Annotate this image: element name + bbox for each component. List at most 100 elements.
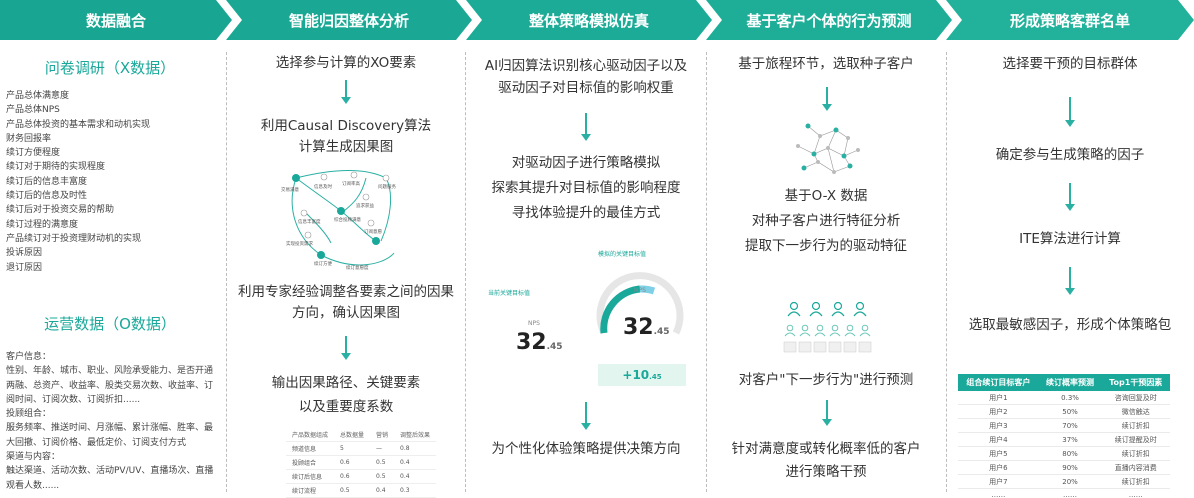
current-kpi-int: 32 xyxy=(516,330,547,355)
graph-node-label: 信息及时 xyxy=(314,183,332,190)
sim-step-2a: 对驱动因子进行策略模拟 xyxy=(511,155,661,171)
current-kpi-card: 当前关键目标值 NPS 32.45 xyxy=(482,284,582,374)
pred-step-2a: 基于O-X 数据 xyxy=(784,188,868,204)
step-title-1: 数据融合 xyxy=(85,11,146,30)
table-cell: 70% xyxy=(1038,418,1102,433)
table-cell: 投顾组合 xyxy=(286,455,335,470)
step-title-3: 整体策略模拟仿真 xyxy=(528,11,649,30)
step-title-5: 形成策略客群名单 xyxy=(1009,11,1130,30)
step-title-2: 智能归因整体分析 xyxy=(288,11,409,30)
arrow-down-icon xyxy=(1065,97,1075,127)
sim-kpi-label: 模拟的关键目标值 xyxy=(598,251,647,258)
graph-node-label: 实现投资需求 xyxy=(286,240,313,247)
column-divider xyxy=(226,52,227,492)
ops-group-text: 服务频率、推送时间、月涨幅、累计涨幅、胜率、最大回撤、订阅价格、最低定价、订阅支… xyxy=(6,423,214,448)
arrow-down-icon xyxy=(822,400,832,426)
ops-group-text: 性别、年龄、城市、职业、风险承受能力、是否开通两融、总资产、收益率、股类交易次数… xyxy=(6,366,214,405)
graph-node-label: 订阅率高 xyxy=(342,180,360,187)
ops-group-text: 触达渠道、活动次数、活动PV/UV、直播场次、直播观看人数...... xyxy=(6,466,214,491)
survey-item: 财务回报率 xyxy=(6,133,52,144)
arrow-down-icon xyxy=(822,87,832,111)
arrow-down-icon xyxy=(581,402,591,430)
survey-item: 产品总体满意度 xyxy=(6,91,70,101)
sim-step-2c: 寻找体验提升的最佳方式 xyxy=(511,205,661,221)
table-cell: 用户2 xyxy=(958,404,1039,419)
table-cell: — xyxy=(370,441,395,456)
pred-step-2b: 对种子客户进行特征分析 xyxy=(751,213,901,229)
attr-step-2a: 利用Causal Discovery算法 xyxy=(260,118,432,134)
survey-item: 续订后的信息及时性 xyxy=(6,191,88,202)
attr-step-1: 选择参与计算的XO要素 xyxy=(275,55,417,71)
table-row: ……………… xyxy=(958,488,1170,498)
ops-group-label: 渠道与内容： xyxy=(6,452,61,463)
table-cell: 用户1 xyxy=(958,391,1039,405)
table-cell: …… xyxy=(1101,488,1170,498)
table-cell: 用户4 xyxy=(958,432,1039,447)
survey-item: 续订方便程度 xyxy=(6,148,61,159)
ops-group-label: 客户信息： xyxy=(6,352,52,362)
sim-step-3: 为个性化体验策略提供决策方向 xyxy=(491,441,681,457)
table-cell: 0.5 xyxy=(370,455,395,470)
seed-customers-network-icon xyxy=(796,123,860,174)
column-divider xyxy=(465,52,466,492)
arrow-down-icon xyxy=(341,336,351,360)
table-cell: 续订折扣 xyxy=(1101,474,1170,489)
arrow-down-icon xyxy=(1065,267,1075,295)
table-cell: 0.4 xyxy=(394,455,437,470)
sim-kpi-value: 32.45 xyxy=(623,315,670,340)
survey-item: 续订后对于投资交易的帮助 xyxy=(6,205,115,216)
current-kpi-label: 当前关键目标值 xyxy=(488,290,531,297)
list-step-4: 选取最敏感因子，形成个体策略包 xyxy=(968,317,1172,333)
table-cell: 0.8 xyxy=(394,441,437,456)
table-cell: 续订后信息 xyxy=(286,469,335,484)
survey-item: 投诉原因 xyxy=(6,248,43,259)
step-chevron-4: 基于客户个体的行为预测 xyxy=(706,0,952,40)
pred-step-1: 基于旅程环节，选取种子客户 xyxy=(738,56,914,72)
table-cell: 直播内容消费 xyxy=(1101,460,1170,475)
graph-node-label: 续订方便 xyxy=(314,260,332,267)
table-cell: 0.3 xyxy=(394,483,437,498)
ops-group-label: 投顾组合： xyxy=(6,409,52,420)
survey-item: 续订对于期待的实现程度 xyxy=(6,162,106,173)
table-header-cell: 组合续订目标客户 xyxy=(958,374,1039,391)
survey-item: 产品续订对于投资理财动机的实现 xyxy=(6,233,142,244)
arrow-down-icon xyxy=(1065,183,1075,211)
pred-step-4a: 针对满意度或转化概率低的客户 xyxy=(731,441,921,457)
table-cell: 0.5 xyxy=(370,469,395,484)
graph-node-label: 订阅意愿 xyxy=(364,228,382,235)
table-header-cell: 总数据量 xyxy=(334,428,371,442)
sim-kpi-decimal: .45 xyxy=(653,327,670,337)
graph-node-label: 续订意愿度 xyxy=(346,264,369,271)
table-cell: 用户6 xyxy=(958,460,1039,475)
table-cell: 咨询回复及时 xyxy=(1101,391,1170,405)
sim-kpi-int: 32 xyxy=(623,315,654,340)
graph-node-label: 追求获益 xyxy=(356,202,374,209)
table-cell: 0.4 xyxy=(394,469,437,484)
gauge-icon xyxy=(596,272,684,335)
table-cell: 80% xyxy=(1038,446,1102,461)
table-cell: 0.3% xyxy=(1038,391,1102,405)
table-cell: 续订流程 xyxy=(286,483,335,498)
delta-badge: +10.45 xyxy=(598,364,686,386)
table-header-row: 产品数据组成总数据量营销调整后效果 xyxy=(286,428,437,442)
table-cell: 续订折扣 xyxy=(1101,446,1170,461)
table-cell: 0.6 xyxy=(334,455,371,470)
table-header-cell: 产品数据组成 xyxy=(286,428,335,442)
graph-node-label: 信息丰富度 xyxy=(298,218,321,225)
graph-node-label: 交易满意 xyxy=(281,186,299,193)
table-cell: 50% xyxy=(1038,404,1102,419)
table-cell: 频道信息 xyxy=(286,441,335,456)
table-cell: 0.6 xyxy=(334,469,371,484)
ops-items-list: 客户信息： 性别、年龄、城市、职业、风险承受能力、是否开通两融、总资产、收益率、股… xyxy=(6,350,220,493)
table-cell: 续订提醒及时 xyxy=(1101,432,1170,447)
pred-step-3: 对客户"下一步行为"进行预测 xyxy=(738,372,914,388)
table-cell: …… xyxy=(1038,488,1102,498)
